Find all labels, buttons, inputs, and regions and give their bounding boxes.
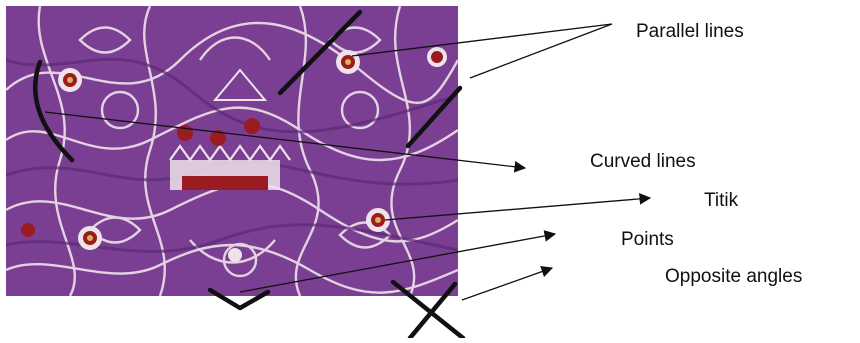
batik-photo: [6, 6, 458, 296]
label-titik: Titik: [704, 190, 738, 212]
label-opposite-angles: Opposite angles: [665, 266, 802, 288]
arrow-opposite: [462, 268, 552, 300]
label-curved-lines: Curved lines: [590, 151, 696, 173]
label-parallel-lines: Parallel lines: [636, 21, 744, 43]
label-points: Points: [621, 229, 674, 251]
